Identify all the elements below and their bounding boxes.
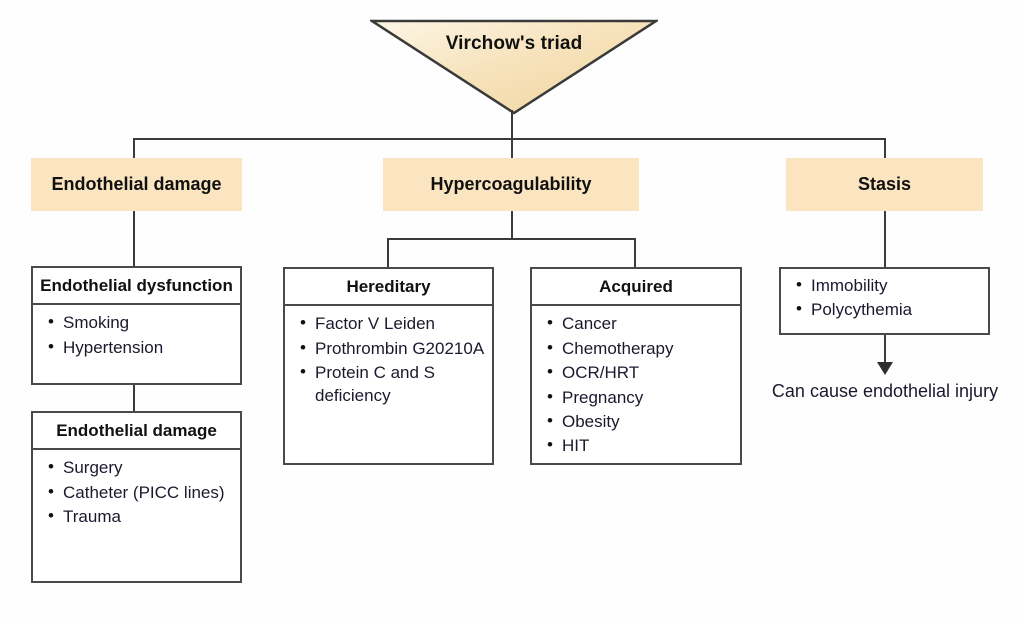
box-endothelial-dysfunction-body: Smoking Hypertension (33, 305, 240, 368)
tier1-endothelial-damage-label: Endothelial damage (51, 173, 222, 194)
connector-root-stem (511, 110, 513, 140)
connector-hyper-stem (511, 211, 513, 239)
list-item: Trauma (48, 505, 234, 528)
box-endothelial-damage[interactable]: Endothelial damage Surgery Catheter (PIC… (31, 411, 242, 583)
box-endothelial-damage-body: Surgery Catheter (PICC lines) Trauma (33, 450, 240, 537)
tier1-endothelial-damage[interactable]: Endothelial damage (31, 158, 242, 211)
list-endothelial-damage: Surgery Catheter (PICC lines) Trauma (43, 456, 234, 528)
list-item: Smoking (48, 311, 234, 334)
box-endothelial-dysfunction-title: Endothelial dysfunction (33, 268, 240, 306)
connector-drop-acquired (634, 238, 636, 267)
inverted-triangle-shape (370, 19, 658, 115)
list-endothelial-dysfunction: Smoking Hypertension (43, 311, 234, 359)
list-hereditary: Factor V Leiden Prothrombin G20210A Prot… (295, 312, 486, 407)
tier1-hypercoagulability-label: Hypercoagulability (430, 173, 592, 194)
list-item: Pregnancy (547, 386, 734, 409)
list-item: Immobility (796, 274, 982, 297)
box-stasis-effects[interactable]: Immobility Polycythemia (779, 267, 990, 335)
connector-stasis-outcome-shaft (884, 335, 886, 365)
connector-hyper-bus (387, 238, 635, 240)
list-item: HIT (547, 434, 734, 457)
connector-endothelial-damage-to-dysfunction (133, 211, 135, 267)
box-endothelial-dysfunction[interactable]: Endothelial dysfunction Smoking Hyperten… (31, 266, 242, 385)
list-item: Prothrombin G20210A (300, 337, 486, 360)
list-item: Chemotherapy (547, 337, 734, 360)
tier1-stasis[interactable]: Stasis (786, 158, 983, 211)
list-item: Protein C and S deficiency (300, 361, 486, 407)
box-acquired-title: Acquired (532, 269, 740, 307)
caption-stasis-outcome: Can cause endothelial injury (771, 381, 999, 401)
connector-drop-hypercoagulability (511, 138, 513, 160)
box-hereditary[interactable]: Hereditary Factor V Leiden Prothrombin G… (283, 267, 494, 465)
list-item: Obesity (547, 410, 734, 433)
connector-drop-hereditary (387, 238, 389, 267)
list-item: OCR/HRT (547, 361, 734, 384)
list-item: Factor V Leiden (300, 312, 486, 335)
box-acquired[interactable]: Acquired Cancer Chemotherapy OCR/HRT Pre… (530, 267, 742, 465)
box-stasis-effects-body: Immobility Polycythemia (781, 269, 988, 331)
list-item: Hypertension (48, 336, 234, 359)
connector-dysfunction-to-damage (133, 385, 135, 411)
list-item: Surgery (48, 456, 234, 479)
tier1-hypercoagulability[interactable]: Hypercoagulability (383, 158, 639, 211)
list-item: Cancer (547, 312, 734, 335)
virchows-triad-node: Virchow's triad (370, 18, 658, 116)
box-endothelial-damage-title: Endothelial damage (33, 413, 240, 451)
box-hereditary-title: Hereditary (285, 269, 492, 307)
connector-drop-endothelial-damage (133, 138, 135, 160)
connector-tier1-bus (133, 138, 886, 140)
connector-stasis-to-effects (884, 211, 886, 268)
list-acquired: Cancer Chemotherapy OCR/HRT Pregnancy Ob… (542, 312, 734, 458)
box-acquired-body: Cancer Chemotherapy OCR/HRT Pregnancy Ob… (532, 306, 740, 467)
list-item: Catheter (PICC lines) (48, 481, 234, 504)
connector-drop-stasis (884, 138, 886, 160)
arrow-head-icon (877, 362, 893, 375)
list-stasis-effects: Immobility Polycythemia (791, 274, 982, 322)
tier1-stasis-label: Stasis (857, 173, 912, 194)
list-item: Polycythemia (796, 298, 982, 321)
box-hereditary-body: Factor V Leiden Prothrombin G20210A Prot… (285, 306, 492, 416)
